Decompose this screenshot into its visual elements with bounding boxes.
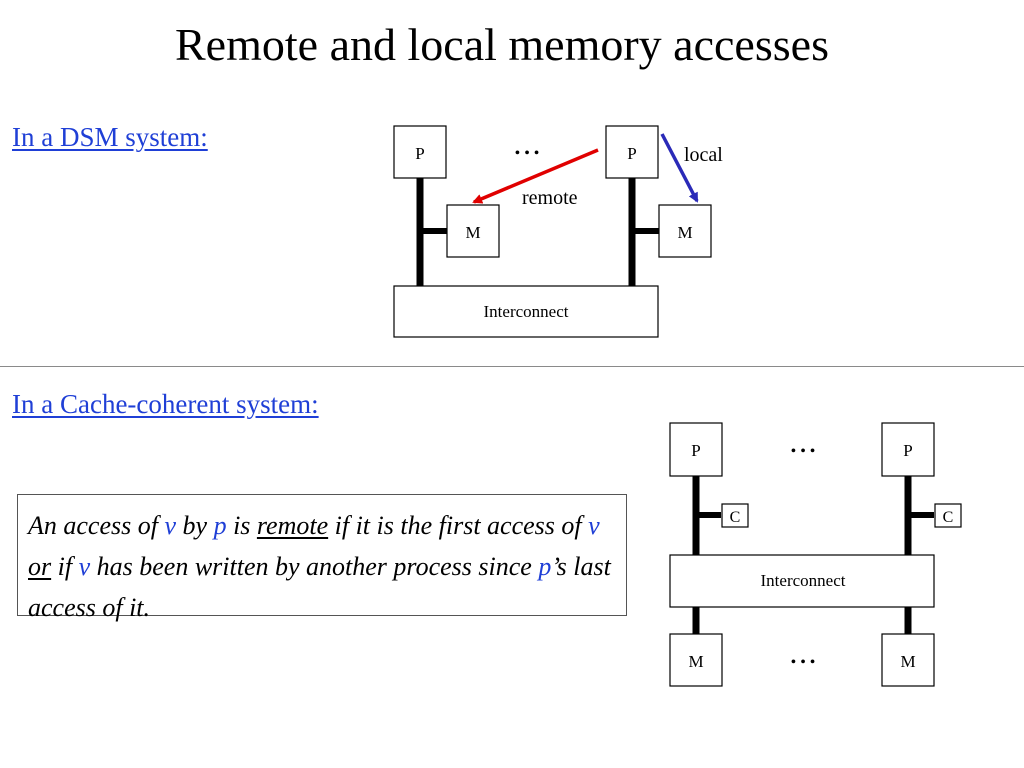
cc-processor-left-label: P	[691, 441, 700, 460]
cc-interconnect	[669, 554, 935, 608]
section-divider	[0, 366, 1024, 367]
cc-processor-right-label: P	[903, 441, 912, 460]
dsm-memory-left-label: M	[465, 223, 480, 242]
dsm-memory-right	[658, 204, 712, 258]
variable-v: v	[78, 552, 91, 581]
dsm-processor-left-label: P	[415, 144, 424, 163]
cc-cache-left	[721, 503, 749, 528]
dsm-memory-left	[446, 204, 500, 258]
dsm-interconnect-label: Interconnect	[484, 302, 569, 321]
local-access-arrow	[660, 133, 699, 203]
cc-node-right: P C M	[881, 422, 962, 687]
dsm-processor-left	[393, 125, 447, 179]
remote-access-label: remote	[522, 187, 578, 209]
cc-ellipsis-bottom: • • •	[791, 654, 816, 671]
cc-node-left: P C M	[669, 422, 749, 687]
page-title: Remote and local memory accesses	[175, 19, 829, 70]
cc-memory-right-label: M	[900, 652, 915, 671]
cc-cache-right-label: C	[943, 509, 954, 526]
term-or: or	[28, 552, 52, 581]
dsm-section-label: In a DSM system:	[12, 122, 208, 152]
definition-text: An access of	[28, 511, 165, 540]
definition-text: if it is the first access of	[328, 511, 589, 540]
cc-interconnect-label: Interconnect	[761, 571, 846, 590]
definition-text: by	[176, 511, 214, 540]
cc-memory-left	[669, 633, 723, 687]
cc-ellipsis-top: • • •	[791, 443, 816, 460]
dsm-ellipsis: • • •	[515, 145, 540, 162]
definition-text: ’s last access of it.	[28, 552, 611, 622]
definition-text: if	[51, 552, 79, 581]
dsm-memory-right-label: M	[677, 223, 692, 242]
definition-text: is	[226, 511, 257, 540]
variable-p: p	[538, 552, 552, 581]
variable-v: v	[164, 511, 177, 540]
local-access-label: local	[684, 144, 723, 166]
remote-access-definition: An access of v by p is remote if it is t…	[17, 494, 627, 622]
definition-text: has been written by another process sinc…	[90, 552, 539, 581]
term-remote: remote	[256, 511, 329, 540]
dsm-processor-right-label: P	[627, 144, 636, 163]
dsm-processor-right	[605, 125, 659, 179]
cc-processor-left	[669, 422, 723, 477]
cc-cache-right	[934, 503, 962, 528]
dsm-node-right: P M	[605, 125, 712, 286]
variable-v: v	[588, 511, 600, 540]
cc-processor-right	[881, 422, 935, 477]
dsm-interconnect	[393, 285, 659, 338]
cc-cache-left-label: C	[730, 509, 741, 526]
remote-access-arrow	[472, 148, 599, 204]
dsm-node-left: P M	[393, 125, 500, 286]
cc-memory-right	[881, 633, 935, 687]
cc-memory-left-label: M	[688, 652, 703, 671]
variable-p: p	[213, 511, 227, 540]
cache-coherent-section-label: In a Cache-coherent system:	[12, 389, 319, 419]
